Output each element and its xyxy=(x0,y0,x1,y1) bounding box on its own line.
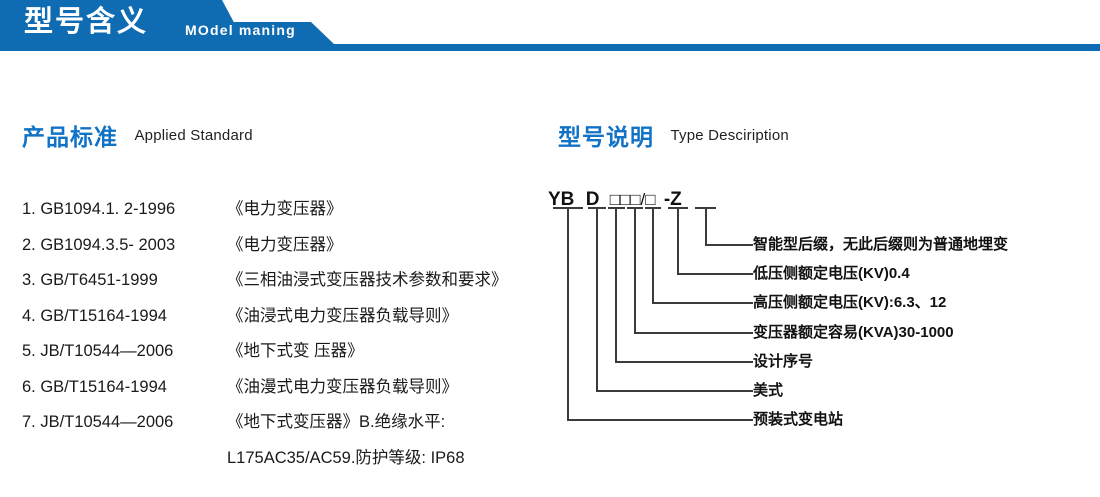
standard-code: 2. GB1094.3.5- 2003 xyxy=(22,235,176,254)
standards-list-item: 5. JB/T10544—2006 《地下式变 压器》 xyxy=(22,334,562,370)
header-accent-bar xyxy=(0,44,1100,51)
standards-list-item: 2. GB1094.3.5- 2003 《电力变压器》 xyxy=(22,228,562,264)
header-banner-shape-lower xyxy=(0,22,335,45)
header-title-en: MOdel maning xyxy=(185,22,296,38)
standards-list-item: 6. GB/T15164-1994 《油漫式电力变压器负载导则》 xyxy=(22,370,562,406)
callout-label-3: 高压侧额定电压(KV):6.3、12 xyxy=(753,294,947,311)
standard-name: 《油漫式电力变压器负载导则》 xyxy=(227,377,458,396)
section-heading-applied-standard: 产品标准 Applied Standard xyxy=(22,118,253,152)
standard-code: 4. GB/T15164-1994 xyxy=(22,306,167,325)
section-heading-cn: 产品标准 xyxy=(22,124,118,150)
standard-name: 《电力变压器》 xyxy=(227,200,343,218)
callout-label-4: 变压器额定容易(KVA)30-1000 xyxy=(753,324,954,341)
standard-code: 7. JB/T10544—2006 xyxy=(22,413,174,431)
standards-list-item: 3. GB/T6451-1999 《三相油浸式变压器技术参数和要求》 xyxy=(22,263,562,299)
standard-continuation-line: L175AC35/AC59.防护等级: IP68 xyxy=(227,448,465,467)
section-heading-en: Applied Standard xyxy=(134,126,253,144)
standards-list: 1. GB1094.1. 2-1996 《电力变压器》 2. GB1094.3.… xyxy=(22,192,562,476)
callout-label-2: 低压侧额定电压(KV)0.4 xyxy=(753,265,910,282)
model-code-part-box-1: □ xyxy=(609,190,620,209)
model-code-part-box-3: □ xyxy=(630,190,641,209)
model-code-part-box-2: □ xyxy=(619,190,631,209)
standard-code: 1. GB1094.1. 2-1996 xyxy=(22,200,176,218)
page-header: 型号含义 MOdel maning xyxy=(0,0,1100,51)
leader-lines xyxy=(553,207,753,421)
standard-name: 《地下式变 压器》 xyxy=(227,342,364,360)
section-heading-cn: 型号说明 xyxy=(558,124,654,150)
model-code-diagram: YB D □□□/□ -Z 智能型后缀，无此后缀则为普通地埋变 低压侧额定电压(… xyxy=(548,188,1093,438)
section-heading-type-description: 型号说明 Type Desciription xyxy=(558,118,789,152)
callout-label-5: 设计序号 xyxy=(753,353,814,370)
standard-code: 5. JB/T10544—2006 xyxy=(22,342,174,360)
standard-name: 《地下式变压器》B.绝缘水平: xyxy=(227,413,446,431)
standard-name: 《油浸式电力变压器负载导则》 xyxy=(227,306,458,325)
standard-code: 3. GB/T6451-1999 xyxy=(22,271,158,289)
callout-label-1: 智能型后缀，无此后缀则为普通地埋变 xyxy=(753,236,1009,253)
model-code-string: YB D □□□/□ -Z xyxy=(548,188,682,212)
standards-list-item: 4. GB/T15164-1994 《油浸式电力变压器负载导则》 xyxy=(22,299,562,335)
standard-code: 6. GB/T15164-1994 xyxy=(22,377,167,396)
standards-list-item: 1. GB1094.1. 2-1996 《电力变压器》 xyxy=(22,192,562,228)
section-heading-en: Type Desciription xyxy=(670,126,789,144)
callout-label-6: 美式 xyxy=(753,382,784,399)
model-code-part-d: D xyxy=(585,189,600,210)
model-code-part-yb: YB xyxy=(548,189,575,210)
standard-name: 《三相油浸式变压器技术参数和要求》 xyxy=(227,271,508,289)
standards-list-item: 7. JB/T10544—2006 《地下式变压器》B.绝缘水平: xyxy=(22,405,562,441)
standard-name: 《电力变压器》 xyxy=(227,235,343,254)
callout-label-7: 预装式变电站 xyxy=(753,411,844,428)
model-code-part-z: -Z xyxy=(663,189,682,210)
model-code-part-slash-box: /□ xyxy=(640,190,656,209)
header-title-cn: 型号含义 xyxy=(24,6,149,38)
